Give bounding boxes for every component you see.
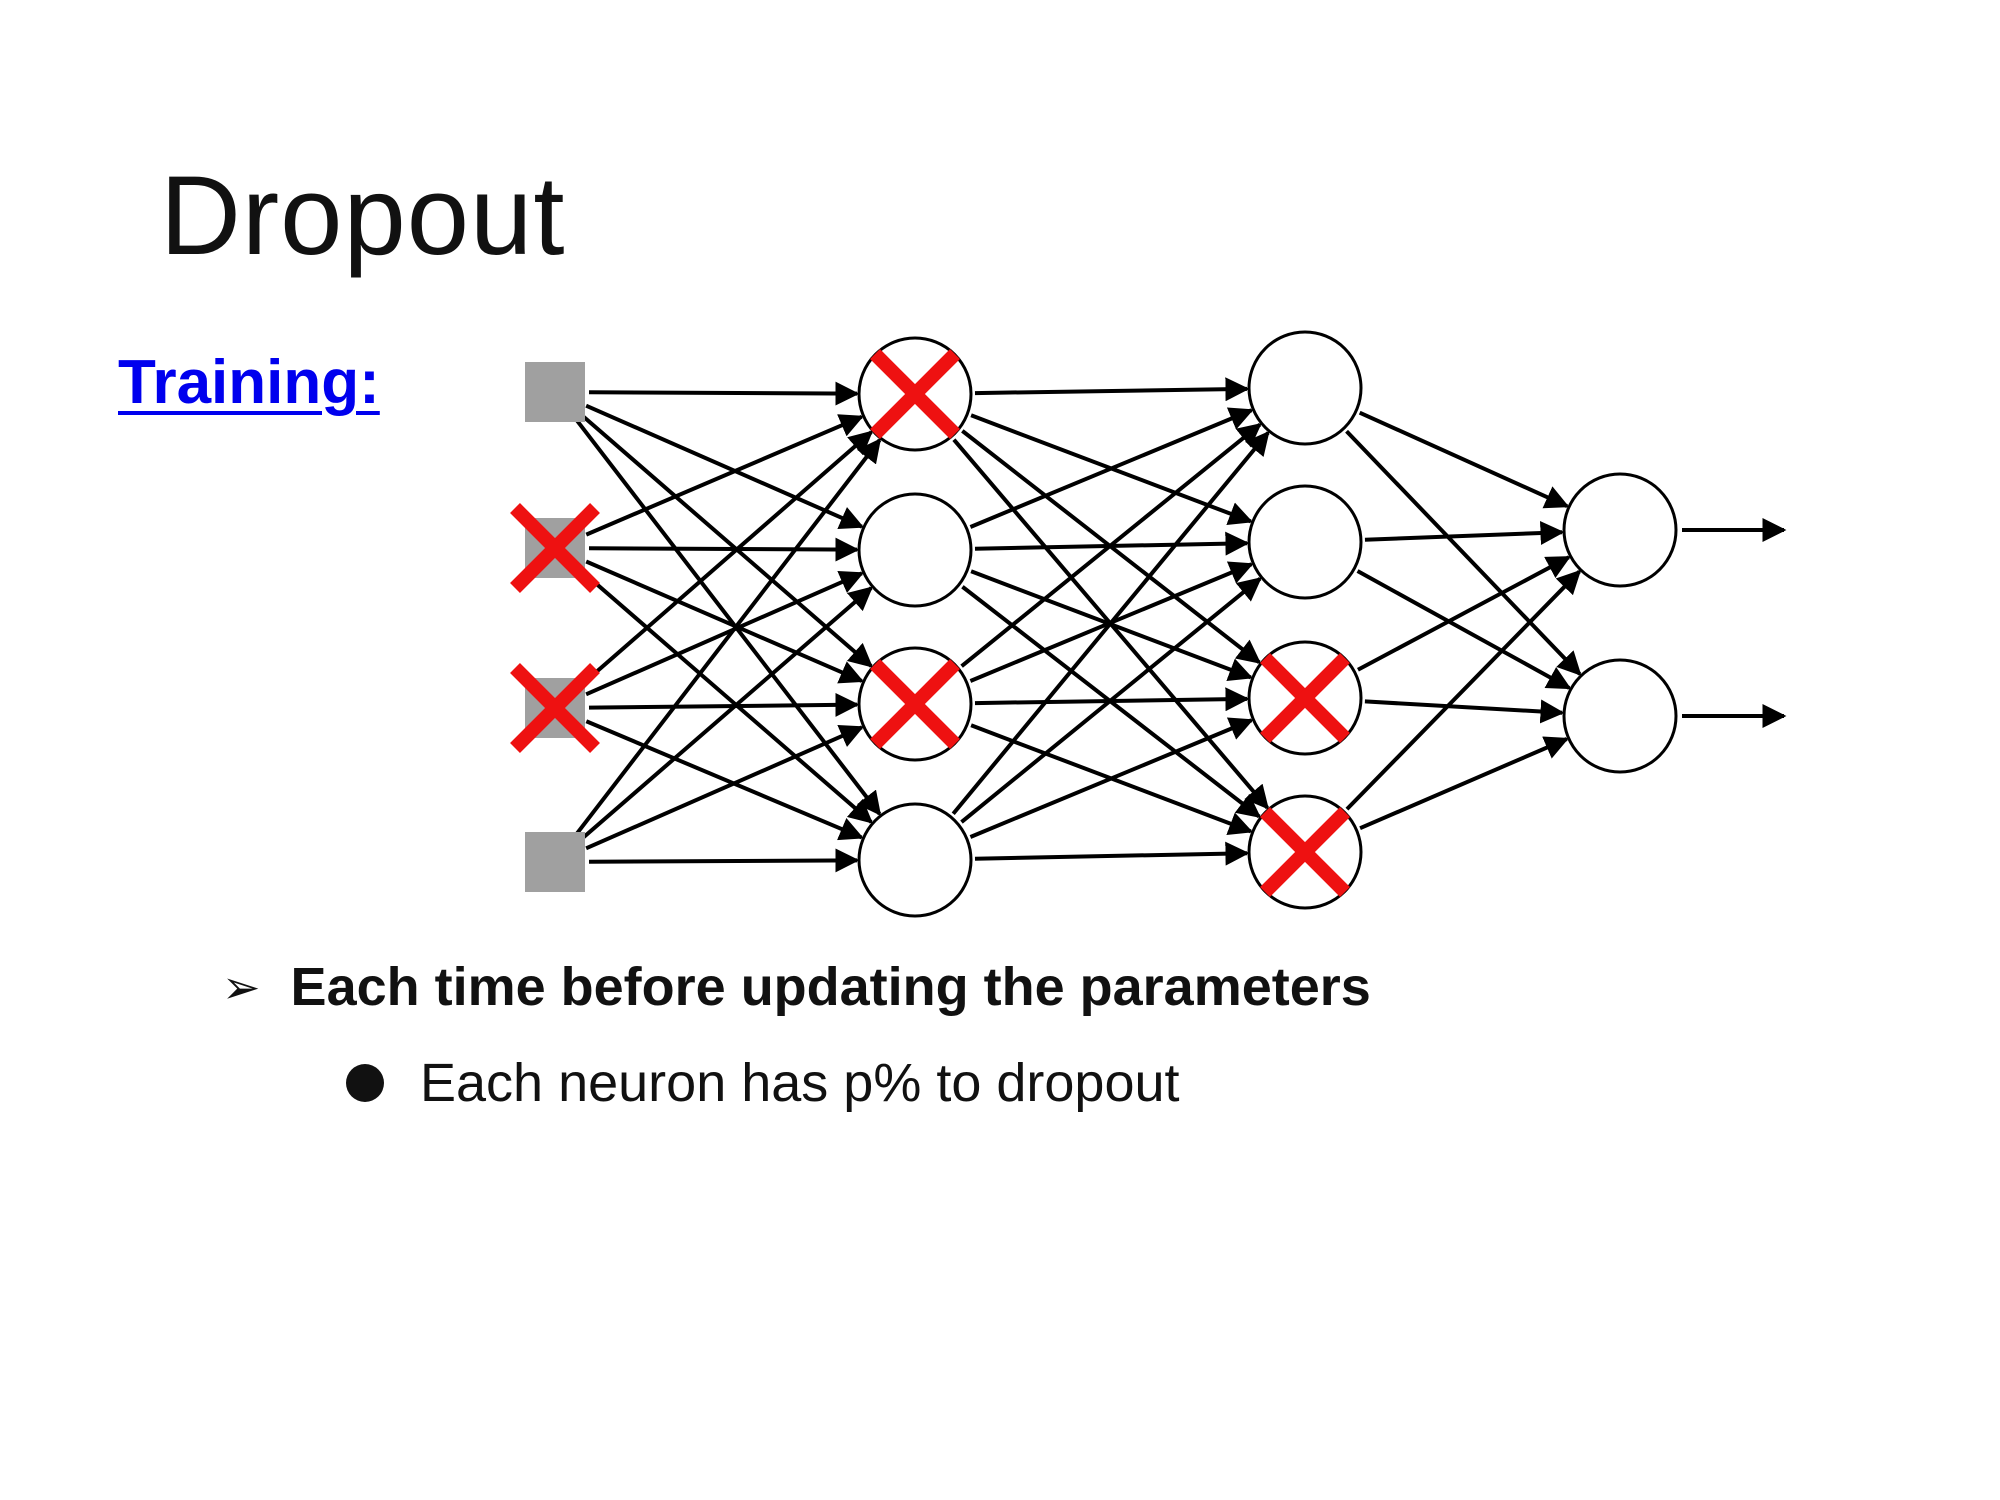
connection-arrow (588, 381, 860, 406)
connection-arrow (951, 430, 1270, 816)
connection-arrow (585, 414, 864, 537)
output-neuron (1562, 658, 1678, 774)
input-node (525, 362, 585, 422)
connection-arrow (585, 403, 865, 529)
connection-arrow (585, 725, 865, 851)
connection-arrow (585, 719, 864, 841)
dropout-x-stroke (1260, 653, 1350, 743)
hidden-neuron (857, 492, 973, 608)
connection-arrow (960, 422, 1262, 668)
connection-arrow (969, 407, 1254, 529)
hidden-neuron (1247, 330, 1363, 446)
connection-arrow (574, 417, 882, 816)
connection-arrow (588, 537, 860, 562)
connection-arrow (969, 717, 1254, 839)
connection-arrow (579, 568, 873, 824)
dropout-x-stroke (870, 349, 960, 439)
connection-arrow (1356, 555, 1571, 672)
connection-arrow (588, 848, 860, 873)
dropout-x-stroke (1260, 807, 1350, 897)
bullet-level1: ➢ Each time before updating the paramete… (222, 960, 1371, 1014)
connection-arrow (974, 377, 1250, 402)
connection-arrow (1364, 521, 1565, 546)
dropout-x-icon (1260, 807, 1350, 897)
connection-arrow (585, 559, 864, 684)
dropout-x-icon (870, 349, 960, 439)
connection-arrow (585, 571, 865, 697)
dropout-x-icon (1260, 653, 1350, 743)
connection-arrow (1358, 410, 1570, 509)
connection-arrow (579, 430, 874, 688)
connection-arrow (960, 577, 1262, 824)
connection-arrow (579, 412, 873, 668)
bullet-level2: Each neuron has p% to dropout (346, 1056, 1180, 1110)
connection-arrow (1356, 569, 1572, 690)
connection-arrow (974, 841, 1250, 866)
dropout-x-stroke (870, 659, 960, 749)
connection-arrow (1364, 699, 1565, 724)
arrowhead-bullet-icon: ➢ (222, 961, 261, 1013)
dropout-x-icon (510, 663, 600, 753)
connection-arrow (1345, 429, 1582, 676)
filled-circle-bullet-icon (346, 1064, 384, 1102)
connection-arrow (579, 586, 873, 842)
dropout-x-stroke (510, 503, 600, 593)
dropout-x-stroke (510, 663, 600, 753)
output-neuron (1562, 472, 1678, 588)
bullet-level2-text: Each neuron has p% to dropout (420, 1053, 1180, 1113)
dropout-x-icon (870, 659, 960, 749)
dropout-x-icon (510, 503, 600, 593)
connection-arrow (1345, 569, 1582, 811)
hidden-neuron (1247, 484, 1363, 600)
connection-arrow (574, 438, 882, 837)
training-label: Training: (118, 348, 380, 417)
connection-arrow (588, 692, 860, 717)
connection-arrow (1359, 736, 1569, 831)
input-node (525, 832, 585, 892)
hidden-neuron (857, 802, 973, 918)
bullet-level1-text: Each time before updating the parameters (290, 957, 1371, 1017)
slide-title: Dropout (160, 153, 566, 278)
